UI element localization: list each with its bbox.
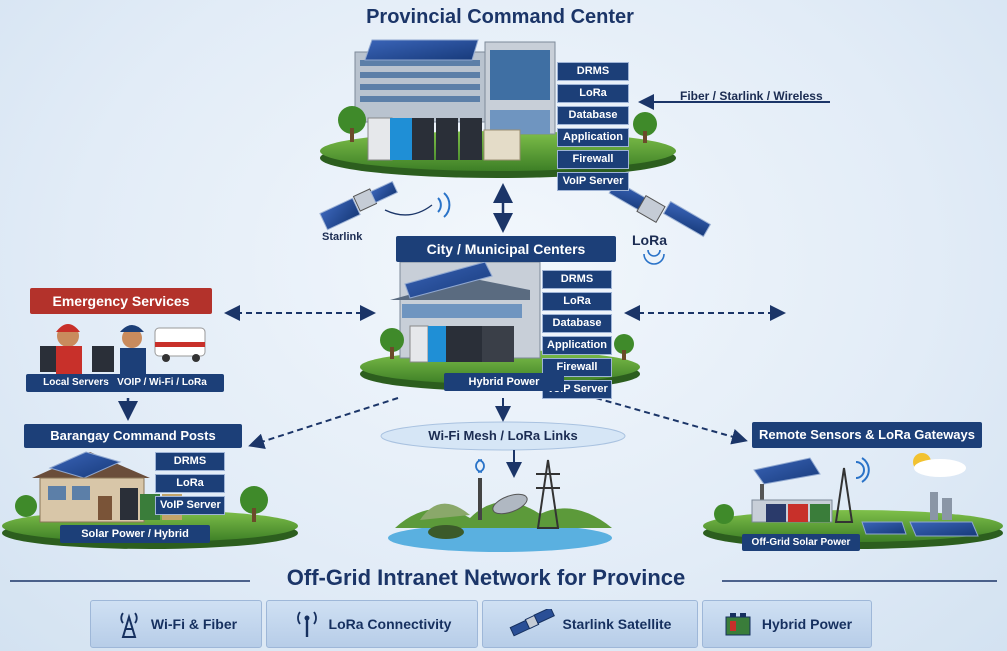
provincial-service-application: Application: [557, 128, 629, 147]
mesh-scene: [380, 421, 626, 552]
lora-satellite-icon: [608, 180, 712, 265]
remote-title: Remote Sensors & LoRa Gateways: [752, 422, 982, 448]
provincial-uplink-label: Fiber / Starlink / Wireless: [680, 89, 823, 103]
satellite-icon: [509, 609, 555, 637]
remote-island: [703, 453, 1003, 549]
starlink-label: Starlink: [322, 231, 363, 243]
city-service-lora: LoRa: [542, 292, 612, 311]
barangay-service-lora: LoRa: [155, 474, 225, 493]
footer-item-wifi-fiber: Wi-Fi & Fiber: [90, 600, 262, 648]
footer-item-label: Starlink Satellite: [562, 616, 672, 632]
starlink-satellite-icon: [319, 180, 451, 231]
provincial-service-stack: DRMS LoRa Database Application Firewall …: [557, 62, 629, 191]
city-service-application: Application: [542, 336, 612, 355]
lora-label: LoRa: [632, 232, 667, 248]
city-service-firewall: Firewall: [542, 358, 612, 377]
provincial-island: [320, 39, 676, 178]
footer-item-label: Hybrid Power: [761, 616, 853, 632]
tower-icon: [120, 612, 138, 638]
remote-power-label: Off-Grid Solar Power: [742, 534, 860, 551]
mesh-label: Wi-Fi Mesh / LoRa Links: [428, 428, 578, 443]
city-title: City / Municipal Centers: [396, 236, 616, 262]
provincial-title: Provincial Command Center: [366, 6, 634, 28]
barangay-title: Barangay Command Posts: [24, 424, 242, 448]
footer-item-label: Wi-Fi & Fiber: [150, 616, 238, 632]
emergency-caption: Local Servers VOIP / Wi-Fi / LoRa: [26, 374, 224, 392]
emergency-title: Emergency Services: [30, 288, 212, 314]
footer-item-hybrid-power: Hybrid Power: [702, 600, 872, 648]
provincial-service-firewall: Firewall: [557, 150, 629, 169]
barangay-service-voip: VoIP Server: [155, 496, 225, 515]
barangay-power-label: Solar Power / Hybrid: [60, 525, 210, 543]
provincial-service-drms: DRMS: [557, 62, 629, 81]
footer-title: Off-Grid Intranet Network for Province: [286, 565, 686, 590]
battery-icon: [725, 613, 751, 636]
emergency-responders: [40, 324, 206, 374]
provincial-service-lora: LoRa: [557, 84, 629, 103]
provincial-service-database: Database: [557, 106, 629, 125]
city-power-label: Hybrid Power: [444, 373, 564, 391]
barangay-service-stack: DRMS LoRa VoIP Server: [155, 452, 225, 515]
footer-item-label: LoRa Connectivity: [328, 616, 452, 632]
barangay-service-drms: DRMS: [155, 452, 225, 471]
provincial-service-voip: VoIP Server: [557, 172, 629, 191]
antenna-icon: [296, 611, 317, 637]
footer-item-starlink: Starlink Satellite: [482, 600, 698, 648]
city-service-drms: DRMS: [542, 270, 612, 289]
footer-item-lora: LoRa Connectivity: [266, 600, 478, 648]
city-service-database: Database: [542, 314, 612, 333]
